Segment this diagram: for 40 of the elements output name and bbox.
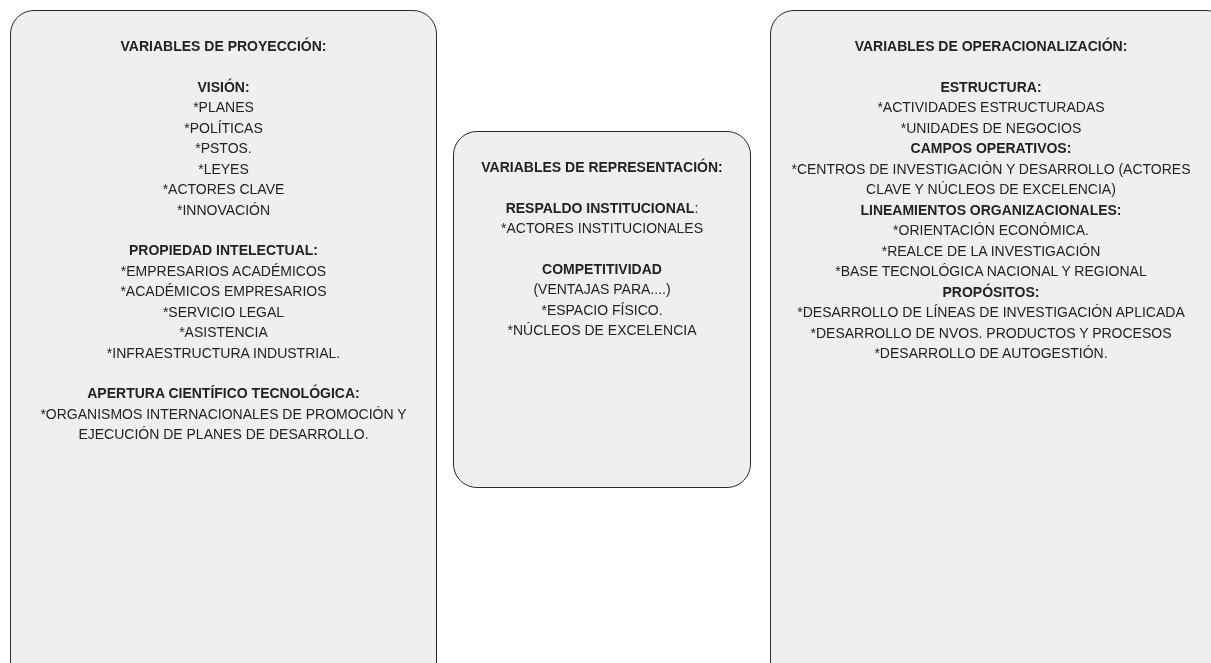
list-item: *ASISTENCIA <box>179 323 268 342</box>
section-heading: ESTRUCTURA: <box>940 77 1042 97</box>
section-heading: PROPÓSITOS: <box>942 282 1040 302</box>
section-heading: APERTURA CIENTÍFICO TECNOLÓGICA: <box>87 383 360 403</box>
list-item: *REALCE DE LA INVESTIGACIÓN <box>881 241 1101 261</box>
list-item: *POLÍTICAS <box>184 118 263 138</box>
section-heading: VARIABLES DE PROYECCIÓN: <box>120 36 327 56</box>
list-item: *ACTIVIDADES ESTRUCTURADAS <box>877 98 1105 117</box>
list-item: *BASE TECNOLÓGICA NACIONAL Y REGIONAL <box>835 262 1147 281</box>
list-item: *SERVICIO LEGAL <box>162 302 285 322</box>
list-item: *UNIDADES DE NEGOCIOS <box>900 118 1082 138</box>
list-item: *INNOVACIÓN <box>176 200 271 220</box>
text-panel <box>10 10 437 663</box>
list-item: (VENTAJAS PARA....) <box>533 280 671 299</box>
list-item: *DESARROLLO DE NVOS. PRODUCTOS Y PROCESOS <box>810 323 1172 343</box>
list-item: *ORIENTACIÓN ECONÓMICA. <box>893 221 1089 240</box>
list-item: *PSTOS. <box>195 139 252 158</box>
list-item: *ACADÉMICOS EMPRESARIOS <box>120 282 327 301</box>
list-item: *LEYES <box>198 159 249 179</box>
list-item: *DESARROLLO DE AUTOGESTIÓN. <box>874 344 1108 363</box>
section-heading: PROPIEDAD INTELECTUAL: <box>129 241 318 260</box>
list-item: *DESARROLLO DE LÍNEAS DE INVESTIGACIÓN APLICADA <box>797 303 1185 322</box>
text-panel <box>453 131 751 488</box>
list-item: *NÚCLEOS DE EXCELENCIA <box>507 321 697 340</box>
section-heading: LINEAMIENTOS ORGANIZACIONALES: <box>860 200 1122 220</box>
list-item: *PLANES <box>193 98 254 117</box>
list-item: *CENTROS DE INVESTIGACIÓN Y DESARROLLO (ACTORES CLAVE Y NÚCLEOS DE EXCELENCIA) <box>790 159 1192 199</box>
text-panel <box>770 10 1211 663</box>
section-heading: COMPETITIVIDAD <box>542 259 662 279</box>
section-heading: VISIÓN: <box>197 77 250 97</box>
list-item: *ACTORES CLAVE <box>162 180 285 199</box>
section-heading: VARIABLES DE REPRESENTACIÓN: <box>481 157 723 177</box>
list-item: *INFRAESTRUCTURA INDUSTRIAL. <box>106 343 341 363</box>
list-item: *ORGANISMOS INTERNACIONALES DE PROMOCIÓN Y EJECUCIÓN DE PLANES DE DESARROLLO. <box>39 404 408 444</box>
list-item: *ESPACIO FÍSICO. <box>541 300 663 320</box>
list-item: *EMPRESARIOS ACADÉMICOS <box>120 261 327 281</box>
list-item: *ACTORES INSTITUCIONALES <box>501 219 703 238</box>
list-item: RESPALDO INSTITUCIONAL: <box>505 198 699 218</box>
section-heading: CAMPOS OPERATIVOS: <box>910 139 1072 158</box>
section-heading: VARIABLES DE OPERACIONALIZACIÓN: <box>854 36 1128 56</box>
